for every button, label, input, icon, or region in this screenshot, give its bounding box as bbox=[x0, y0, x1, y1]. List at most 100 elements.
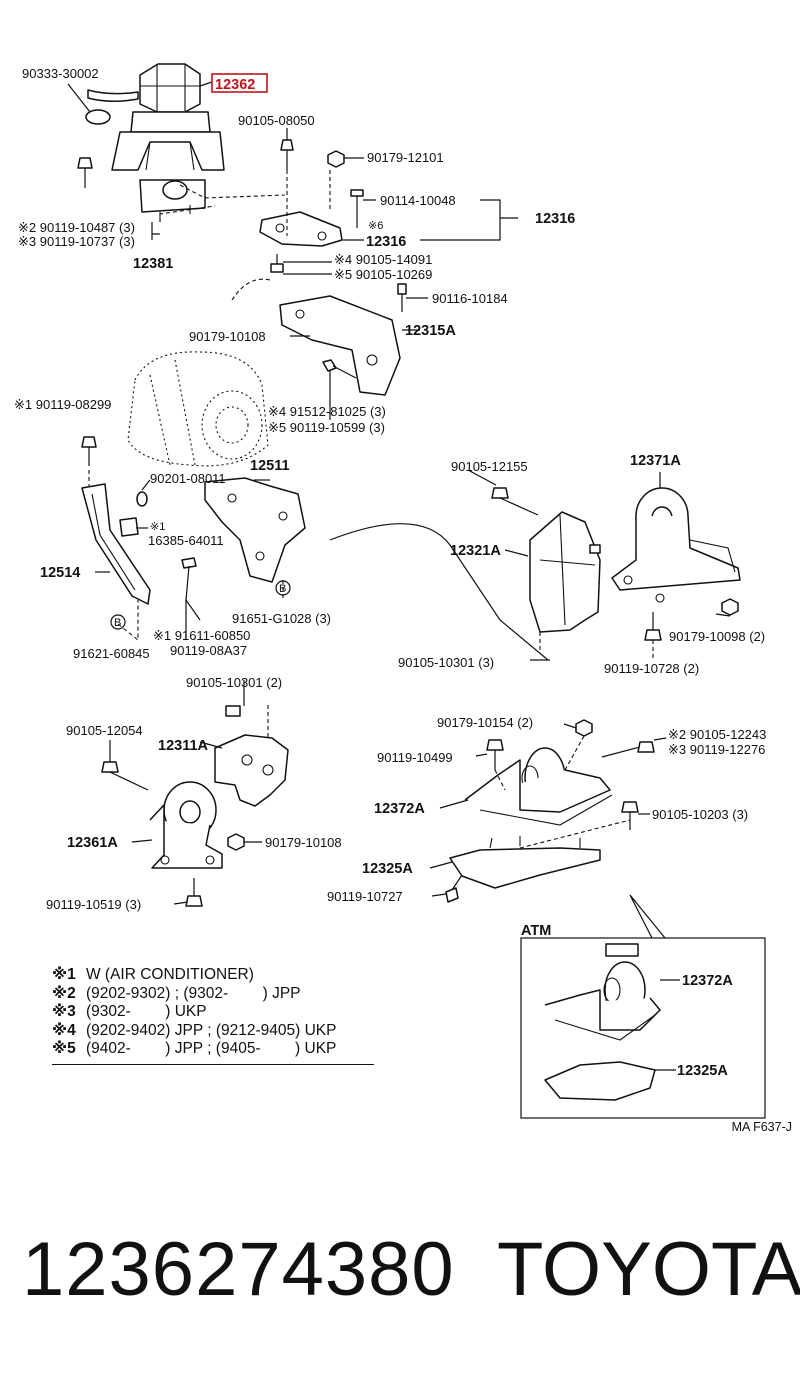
footnote-mark: ※4 bbox=[52, 1021, 76, 1039]
label-12316-group[interactable]: 12316 bbox=[535, 211, 575, 227]
label-90105-12243[interactable]: ※2 90105-12243 bbox=[668, 727, 766, 742]
highlight-box-12362[interactable] bbox=[211, 73, 268, 93]
clip-16385-drawing bbox=[119, 517, 139, 537]
bolt-90105-12155-drawing bbox=[491, 487, 539, 516]
footnote-text: (9302- ) UKP bbox=[86, 1003, 207, 1020]
label-90179-10108-a[interactable]: 90179-10108 bbox=[189, 329, 266, 344]
label-12311A[interactable]: 12311A bbox=[158, 738, 209, 754]
washer-90201-drawing bbox=[136, 491, 148, 507]
label-atm-12372A[interactable]: 12372A bbox=[682, 973, 733, 989]
bolt-90116-10184-drawing bbox=[397, 283, 407, 312]
atm-inset-drawing bbox=[520, 894, 766, 1119]
footnote-mark: ※5 bbox=[52, 1040, 76, 1057]
bolt-90105-10301-drawing bbox=[225, 705, 241, 717]
footnote-row-5: ※5 (9402- ) JPP ; (9405- ) UKP bbox=[52, 1040, 382, 1059]
label-90119-10499[interactable]: 90119-10499 bbox=[377, 750, 453, 765]
bracket-12316-drawing bbox=[259, 211, 343, 247]
label-90119-12276[interactable]: ※3 90119-12276 bbox=[668, 742, 765, 757]
label-12381[interactable]: 12381 bbox=[133, 256, 173, 272]
footnote-text: W (AIR CONDITIONER) bbox=[86, 966, 254, 983]
label-12315A[interactable]: 12315A bbox=[405, 323, 456, 339]
bolt-90119-10728-drawing bbox=[644, 612, 662, 641]
mount-12372A-drawing bbox=[464, 747, 613, 826]
footnote-row-2: ※2 (9202-9302) ; (9302- ) JPP bbox=[52, 985, 382, 1004]
label-90119-10727[interactable]: 90119-10727 bbox=[327, 889, 403, 904]
label-90105-10301-b[interactable]: 90105-10301 (2) bbox=[186, 675, 282, 690]
bracket-12315A-drawing bbox=[279, 295, 401, 396]
label-12372A[interactable]: 12372A bbox=[374, 801, 425, 817]
footnote-mark: ※3 bbox=[52, 1003, 76, 1020]
footnote-row-3: ※3 (9302- ) UKP bbox=[52, 1003, 382, 1022]
label-90179-10098[interactable]: 90179-10098 (2) bbox=[669, 629, 765, 644]
label-90119-08299[interactable]: ※1 90119-08299 bbox=[14, 397, 111, 412]
footnote-row-4: ※4 (9202-9402) JPP ; (9212-9405) UKP bbox=[52, 1022, 382, 1041]
label-90105-12155[interactable]: 90105-12155 bbox=[451, 459, 528, 474]
bracket-12511-drawing bbox=[204, 477, 306, 583]
label-91512-81025[interactable]: ※4 91512-81025 (3) bbox=[268, 404, 386, 419]
brand-name: TOYOTA bbox=[497, 1227, 800, 1312]
label-16385-64011[interactable]: 16385-64011 bbox=[148, 533, 224, 548]
part-number: 1236274380 bbox=[22, 1227, 455, 1312]
label-12362[interactable]: 12362 bbox=[215, 77, 255, 93]
bolt-90105-12054-drawing bbox=[101, 761, 149, 791]
label-12321A[interactable]: 12321A bbox=[450, 543, 501, 559]
bolt-90119-10487-drawing bbox=[77, 157, 93, 188]
mount-12371A-drawing bbox=[611, 487, 741, 603]
label-90119-10519[interactable]: 90119-10519 (3) bbox=[46, 897, 141, 912]
label-90119-10599[interactable]: ※5 90119-10599 (3) bbox=[268, 420, 385, 435]
circle-b-marker-1: B bbox=[275, 580, 291, 596]
label-12511[interactable]: 12511 bbox=[250, 458, 290, 474]
label-91651-G1028[interactable]: 91651-G1028 (3) bbox=[232, 611, 331, 626]
footnote-text: (9202-9302) ; (9302- ) JPP bbox=[86, 984, 301, 1002]
label-90201-08011[interactable]: 90201-08011 bbox=[150, 471, 226, 486]
label-90114-10048[interactable]: 90114-10048 bbox=[380, 193, 456, 208]
footnote-text: (9402- ) JPP ; (9405- ) UKP bbox=[86, 1040, 337, 1057]
bolt-90119-08299-drawing bbox=[81, 436, 97, 466]
label-90105-10203[interactable]: 90105-10203 (3) bbox=[652, 807, 748, 822]
label-mark1: ※1 bbox=[150, 521, 165, 533]
label-90179-12101[interactable]: 90179-12101 bbox=[367, 150, 444, 165]
bolt-90105-10203-drawing bbox=[621, 801, 639, 830]
label-90119-08A37[interactable]: 90119-08A37 bbox=[170, 643, 247, 658]
label-90179-10108-b[interactable]: 90179-10108 bbox=[265, 835, 342, 850]
bolt-90105-12243-drawing bbox=[601, 741, 655, 758]
label-90105-10301-a[interactable]: 90105-10301 (3) bbox=[398, 655, 494, 670]
label-90119-10487[interactable]: ※2 90119-10487 (3) bbox=[18, 220, 135, 235]
label-90105-12054[interactable]: 90105-12054 bbox=[66, 723, 143, 738]
label-90105-14091[interactable]: ※4 90105-14091 bbox=[334, 252, 432, 267]
bolt-90105-14091-drawing bbox=[270, 254, 284, 273]
nut-90179-10098-drawing bbox=[721, 598, 739, 616]
mount-12361A-drawing bbox=[149, 781, 223, 869]
bolt-90119-10519-drawing bbox=[185, 878, 203, 907]
label-90119-10728[interactable]: 90119-10728 (2) bbox=[604, 661, 699, 676]
bracket-12311A-drawing bbox=[214, 734, 289, 807]
label-90119-10737[interactable]: ※3 90119-10737 (3) bbox=[18, 234, 135, 249]
label-atm-12325A[interactable]: 12325A bbox=[677, 1063, 728, 1079]
figure-code: MA F637-J bbox=[731, 1120, 792, 1134]
circle-b-text-1: B bbox=[279, 583, 286, 595]
bolt-90119-10727-drawing bbox=[445, 874, 463, 903]
label-90179-10154[interactable]: 90179-10154 (2) bbox=[437, 715, 533, 730]
bracket-12321A-drawing bbox=[529, 511, 601, 633]
label-12316[interactable]: 12316 bbox=[366, 234, 406, 250]
nut-90179-10154-drawing bbox=[575, 719, 593, 737]
bolt-90114-10048-drawing bbox=[350, 189, 364, 228]
engine-mount-12362-drawing bbox=[85, 63, 225, 222]
bracket-12325A-drawing bbox=[449, 836, 601, 889]
label-12371A[interactable]: 12371A bbox=[630, 453, 681, 469]
label-mark6: ※6 bbox=[368, 220, 383, 232]
label-90105-10269[interactable]: ※5 90105-10269 bbox=[334, 267, 432, 282]
footnote-mark: ※1 bbox=[52, 966, 76, 983]
label-12325A[interactable]: 12325A bbox=[362, 861, 413, 877]
label-90333-30002[interactable]: 90333-30002 bbox=[22, 66, 99, 81]
bolt-90105-08050-drawing bbox=[280, 139, 294, 170]
label-12514[interactable]: 12514 bbox=[40, 565, 80, 581]
label-90116-10184[interactable]: 90116-10184 bbox=[432, 291, 508, 306]
label-91611-60850[interactable]: ※1 91611-60850 bbox=[153, 628, 250, 643]
label-91621-60845[interactable]: 91621-60845 bbox=[73, 646, 150, 661]
label-12361A[interactable]: 12361A bbox=[67, 835, 118, 851]
label-90105-08050[interactable]: 90105-08050 bbox=[238, 113, 315, 128]
nut-90179-10108b-drawing bbox=[227, 833, 245, 851]
bolt-90119-10499-drawing bbox=[486, 739, 504, 770]
